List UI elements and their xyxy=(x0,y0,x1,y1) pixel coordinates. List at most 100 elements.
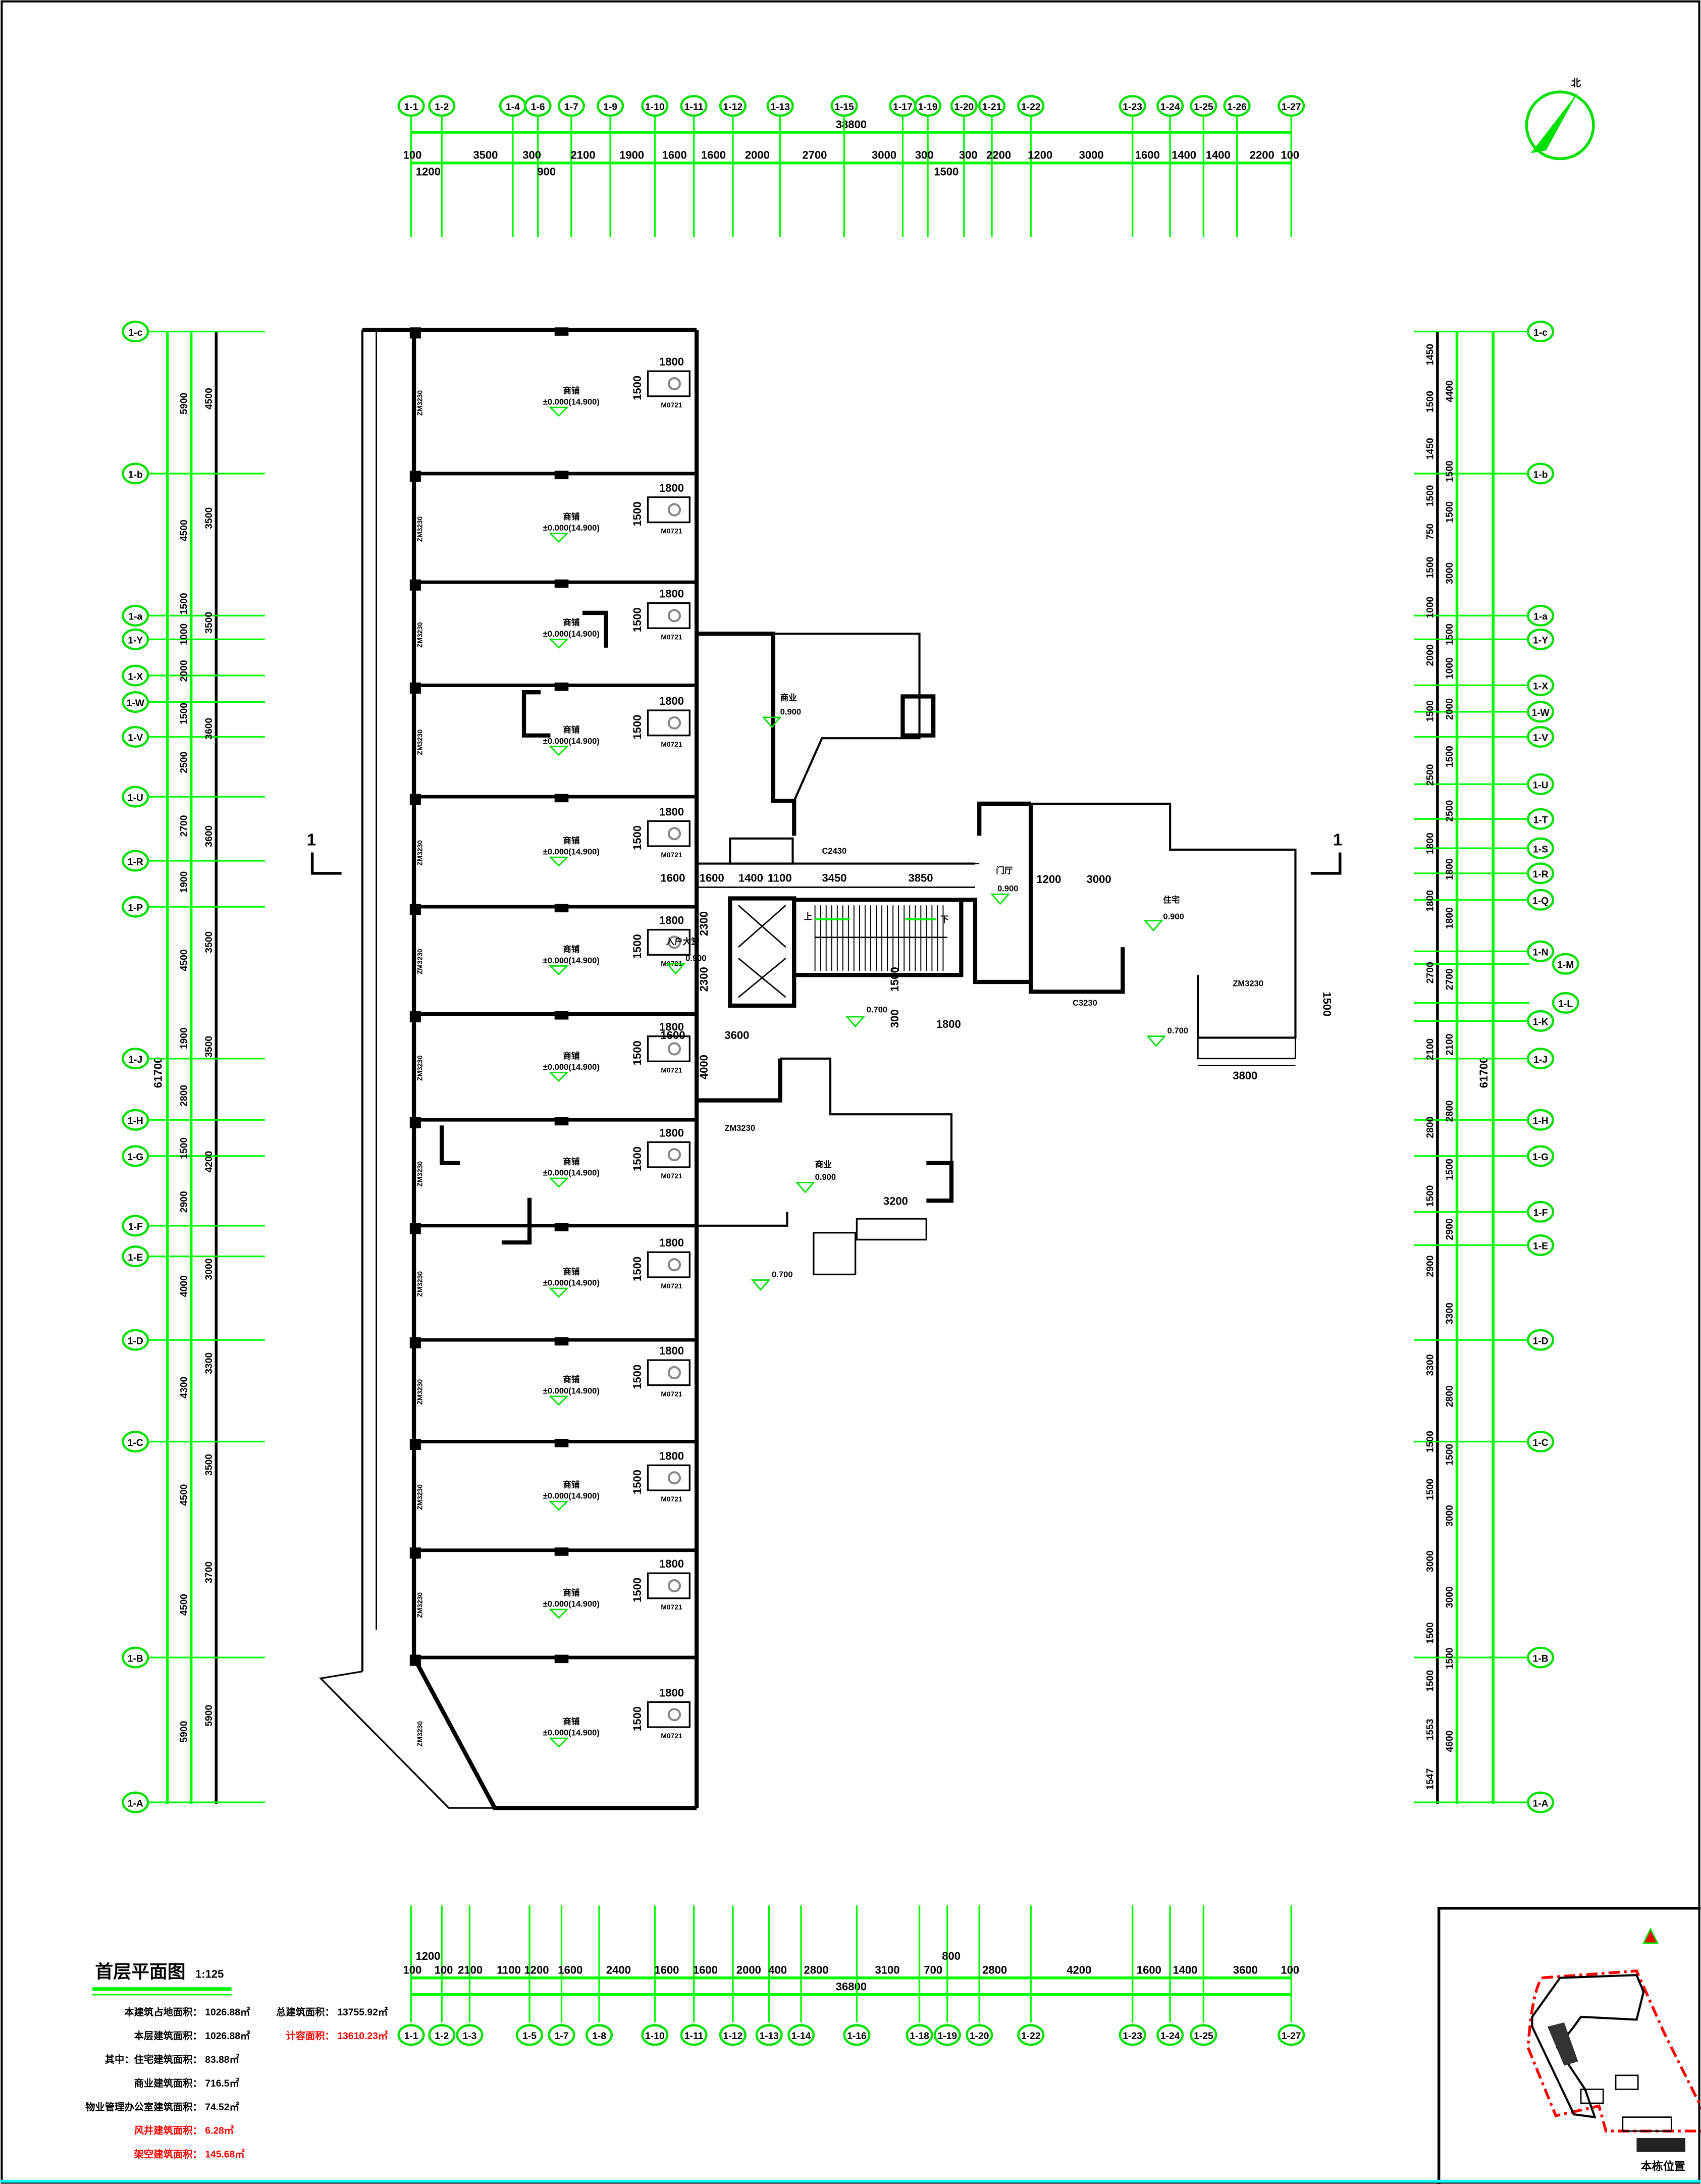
dimension-label: 1500 xyxy=(1425,391,1436,412)
toilet-icon xyxy=(667,609,681,622)
dimension-label: 2300 xyxy=(698,967,710,992)
elevation-marker-icon xyxy=(549,1737,569,1748)
grid-bubble xyxy=(122,786,149,808)
grid-label: 1-R xyxy=(1533,869,1549,880)
window-tag: C3230 xyxy=(1073,998,1097,1008)
dimension-label: 4600 xyxy=(1445,1731,1455,1752)
total-dimension: 61700 xyxy=(1477,1057,1490,1088)
dimension-label: 3800 xyxy=(1233,1069,1257,1082)
area-stat-value: 1026.88㎡ xyxy=(205,2006,250,2018)
elevation-marker-icon xyxy=(1143,920,1163,932)
dimension-label: 1200 xyxy=(415,1950,440,1962)
grid-bubble xyxy=(1190,95,1217,117)
grid-bubble xyxy=(428,2024,456,2046)
grid-label: 1-16 xyxy=(847,2031,867,2042)
dimension-label: 100 xyxy=(435,1963,453,1976)
dimension-label: 3100 xyxy=(875,1963,899,1976)
dimension-label: 1500 xyxy=(631,1470,644,1494)
grid-label: 1-8 xyxy=(592,2031,606,2042)
dimension-label: 1500 xyxy=(1445,1647,1455,1669)
restroom xyxy=(647,1251,690,1278)
grid-bubble xyxy=(1527,1010,1555,1032)
north-arrow-icon: 北 xyxy=(1525,78,1595,161)
commercial-bottom-label: 商业 xyxy=(815,1159,832,1169)
door-tag: ZM3230 xyxy=(416,1271,424,1297)
column xyxy=(554,794,569,803)
restroom xyxy=(647,1359,690,1386)
column xyxy=(409,682,421,694)
drawing-scale: 1:125 xyxy=(195,1968,224,1981)
door-tag: ZM3230 xyxy=(416,1592,424,1618)
dimension-label: 1500 xyxy=(1425,1479,1436,1500)
dimension-label: 1600 xyxy=(700,871,724,884)
dimension-label: 2800 xyxy=(1445,1385,1455,1407)
area-stat-value: 13755.92㎡ xyxy=(337,2006,388,2018)
grid-label: 1-V xyxy=(128,733,143,744)
grid-bubble xyxy=(933,2024,961,2046)
dimension-label: 1600 xyxy=(654,1963,679,1976)
area-stat-label: 架空建筑面积： xyxy=(134,2149,202,2160)
grid-label: 1-C xyxy=(1533,1438,1549,1448)
shop-elevation: ±0.000(14.900) xyxy=(543,1386,600,1395)
shop-name: 商铺 xyxy=(563,1156,579,1166)
grid-bubble xyxy=(122,628,149,650)
dimension-label: 4500 xyxy=(179,519,189,541)
grid-label: 1-25 xyxy=(1194,2031,1213,2042)
grid-bubble xyxy=(122,1215,149,1237)
dimension-label: 1500 xyxy=(1425,1670,1436,1692)
grid-bubble xyxy=(1527,889,1555,911)
grid-bubble xyxy=(516,2024,544,2046)
door-tag: ZM3230 xyxy=(416,840,424,866)
dimension-label: 4200 xyxy=(1067,1963,1091,1976)
dimension-label: 100 xyxy=(1281,1963,1299,1976)
area-stat-value: 1026.88㎡ xyxy=(205,2030,250,2042)
grid-bubble xyxy=(1156,2024,1184,2046)
toilet-icon xyxy=(667,935,681,949)
door-tag: M0721 xyxy=(661,633,682,641)
lobby-elevation: 0.900 xyxy=(685,954,706,963)
total-dimension: 36800 xyxy=(836,1981,867,1993)
dimension-label: 3500 xyxy=(204,612,215,634)
restroom xyxy=(647,928,690,956)
grid-label: 1-F xyxy=(128,1222,143,1232)
dimension-label: 4200 xyxy=(204,1151,215,1173)
grid-bubble xyxy=(1156,95,1184,117)
column xyxy=(409,1654,421,1666)
dimension-label: 2100 xyxy=(1445,1034,1455,1056)
legend-hatch xyxy=(1636,2138,1685,2152)
dimension-label: 2800 xyxy=(982,1963,1007,1976)
toilet-icon xyxy=(667,1708,681,1722)
dimension-label: 1200 xyxy=(524,1963,549,1976)
dimension-label: 1400 xyxy=(1206,149,1231,162)
grid-label: 1-E xyxy=(1533,1241,1548,1252)
dimension-label: 300 xyxy=(522,149,541,162)
grid-label: 1-2 xyxy=(435,102,449,113)
this-building-hatch xyxy=(1547,2022,1578,2066)
grid-bubble xyxy=(456,2024,484,2046)
shop-name: 商铺 xyxy=(563,1374,579,1384)
dimension-label: 1800 xyxy=(659,1686,684,1699)
toilet-icon xyxy=(667,1579,681,1593)
door-tag: M0721 xyxy=(661,741,682,748)
dimension-label: 3500 xyxy=(204,507,215,529)
dimension-label: 1800 xyxy=(659,1449,684,1462)
grid-label: 1-X xyxy=(128,671,143,682)
dimension-label: 1600 xyxy=(1137,1963,1161,1976)
core-annotations: 入户大堂 0.900 商业 0.900 商业 0.900 住宅 0.900 门厅… xyxy=(307,693,1342,1291)
hall-elevation: 0.900 xyxy=(997,884,1018,894)
dimension-label: 4000 xyxy=(698,1055,710,1079)
elevation-marker-icon xyxy=(549,856,569,867)
grid-bubble xyxy=(122,896,149,918)
dimension-label: 1500 xyxy=(631,1041,644,1065)
section-mark-left: 1 xyxy=(307,831,316,850)
grid-label: 1-a xyxy=(1533,612,1548,622)
site-plan-inset: 本栋位置 xyxy=(1437,1906,1701,2184)
dimension-label: 2100 xyxy=(571,149,596,162)
elevation-marker-icon xyxy=(549,638,569,649)
grid-bubble xyxy=(719,2024,747,2046)
dimension-label: 3450 xyxy=(822,871,846,884)
restroom xyxy=(647,602,690,629)
grid-label: 1-U xyxy=(1533,781,1549,791)
dimension-label: 2500 xyxy=(1425,764,1436,786)
grid-bubble xyxy=(641,95,669,117)
